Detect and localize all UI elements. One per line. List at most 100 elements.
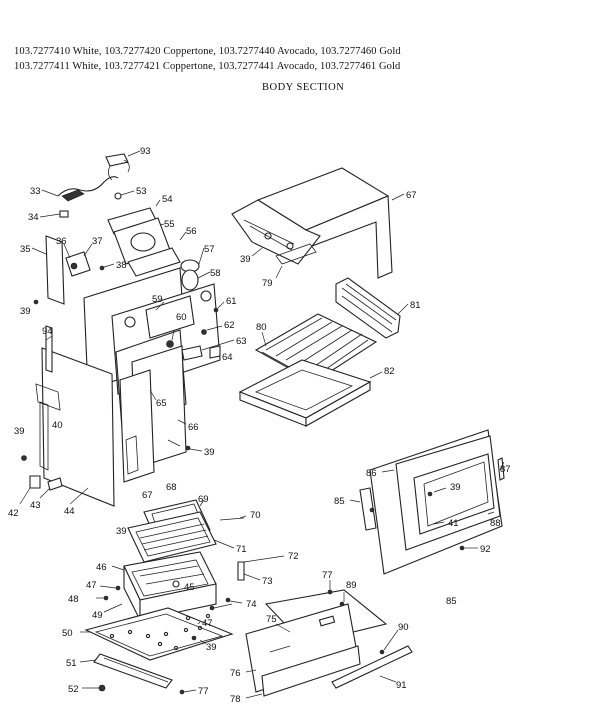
callout-45: 45 <box>184 582 195 593</box>
side-panel-44 <box>35 325 115 507</box>
callout-61: 61 <box>226 296 237 307</box>
callout-55: 55 <box>164 219 175 230</box>
callout-67-b: 67 <box>142 490 153 501</box>
insulation-65-66 <box>149 389 203 452</box>
power-cord-33 <box>41 176 119 202</box>
callout-39-f: 39 <box>240 254 251 265</box>
callout-63: 63 <box>236 336 247 347</box>
callout-69: 69 <box>198 494 209 505</box>
hinge-72-73 <box>225 555 285 604</box>
callout-37: 37 <box>92 236 103 247</box>
callout-73: 73 <box>262 576 273 587</box>
callout-66: 66 <box>188 422 199 433</box>
callout-77-a: 77 <box>322 570 333 581</box>
burner-box-56 <box>127 231 187 277</box>
callout-79: 79 <box>262 278 273 289</box>
oven-door-assembly <box>349 429 505 575</box>
callout-39-g: 39 <box>450 482 461 493</box>
callout-72: 72 <box>288 551 299 562</box>
callout-43: 43 <box>30 500 41 511</box>
callout-41: 41 <box>448 518 459 529</box>
screws-47-48-49 <box>96 585 123 613</box>
callout-44: 44 <box>64 506 75 517</box>
callout-52: 52 <box>68 684 79 695</box>
storage-drawer <box>245 580 413 699</box>
callout-49: 49 <box>92 610 103 621</box>
callout-78: 78 <box>230 694 241 705</box>
valve-60-62 <box>166 325 223 348</box>
callout-34: 34 <box>28 212 39 223</box>
callout-75: 75 <box>266 614 277 625</box>
callout-85: 85 <box>334 496 345 507</box>
callout-77-b: 77 <box>198 686 209 697</box>
terminal-block-93 <box>105 150 141 181</box>
callout-67-a: 67 <box>406 190 417 201</box>
page-number: 85 <box>446 596 457 607</box>
oven-rack-81 <box>335 277 409 339</box>
callout-labels: 93 33 53 54 34 55 56 36 37 35 57 38 58 3… <box>8 146 511 705</box>
callout-81: 81 <box>410 300 421 311</box>
callout-92: 92 <box>480 544 491 555</box>
broiler-pan-69-71 <box>127 499 247 563</box>
model-line-2: 103.7277411 White, 103.7277421 Copperton… <box>14 61 401 72</box>
callout-39-b: 39 <box>14 426 25 437</box>
callout-35: 35 <box>20 244 31 255</box>
cooktop-67 <box>231 167 405 279</box>
orifice-63-64 <box>181 339 235 361</box>
oven-body-frame <box>83 267 221 483</box>
callout-39-c: 39 <box>204 447 215 458</box>
callout-91: 91 <box>396 680 407 691</box>
callout-46: 46 <box>96 562 107 573</box>
callout-68: 68 <box>166 482 177 493</box>
callout-39-e: 39 <box>206 642 217 653</box>
callout-38: 38 <box>116 260 127 271</box>
callout-80: 80 <box>256 322 267 333</box>
callout-82: 82 <box>384 366 395 377</box>
callout-40: 40 <box>52 420 63 431</box>
callout-48: 48 <box>68 594 79 605</box>
callout-51: 51 <box>66 658 77 669</box>
clip-53 <box>114 190 135 200</box>
callout-94: 94 <box>42 326 53 337</box>
callout-87: 87 <box>500 464 511 475</box>
callout-47-b: 47 <box>202 618 213 629</box>
callout-39-d: 39 <box>116 526 127 537</box>
callout-90: 90 <box>398 622 409 633</box>
plug-34 <box>39 210 69 218</box>
section-title: BODY SECTION <box>262 82 345 93</box>
callout-33: 33 <box>30 186 41 197</box>
callout-76: 76 <box>230 668 241 679</box>
callout-50: 50 <box>62 628 73 639</box>
callout-36: 36 <box>56 236 67 247</box>
callout-53: 53 <box>136 186 147 197</box>
callout-56: 56 <box>186 226 197 237</box>
burner-tube-57-58 <box>180 247 211 291</box>
callout-59: 59 <box>152 294 163 305</box>
callout-54: 54 <box>162 194 173 205</box>
bottom-panel-50 <box>80 603 234 661</box>
side-panel-left <box>31 235 93 305</box>
drawer-glide-51 <box>79 653 197 695</box>
screw-38 <box>99 263 115 271</box>
callout-88: 88 <box>490 518 501 529</box>
callout-93: 93 <box>140 146 151 157</box>
callout-58: 58 <box>210 268 221 279</box>
broiler-pan-82 <box>238 359 383 427</box>
callout-39-a: 39 <box>20 306 31 317</box>
callout-47-a: 47 <box>86 580 97 591</box>
callout-70: 70 <box>250 510 261 521</box>
screw-61 <box>213 301 225 313</box>
callout-42: 42 <box>8 508 19 519</box>
model-line-1: 103.7277410 White, 103.7277420 Copperton… <box>14 46 401 57</box>
callout-74: 74 <box>246 599 257 610</box>
callout-64: 64 <box>222 352 233 363</box>
callout-86: 86 <box>366 468 377 479</box>
callout-57: 57 <box>204 244 215 255</box>
callout-89: 89 <box>346 580 357 591</box>
callout-62: 62 <box>224 320 235 331</box>
callout-65: 65 <box>156 398 167 409</box>
callout-71: 71 <box>236 544 247 555</box>
callout-60: 60 <box>176 312 187 323</box>
leveling-legs <box>19 299 89 505</box>
